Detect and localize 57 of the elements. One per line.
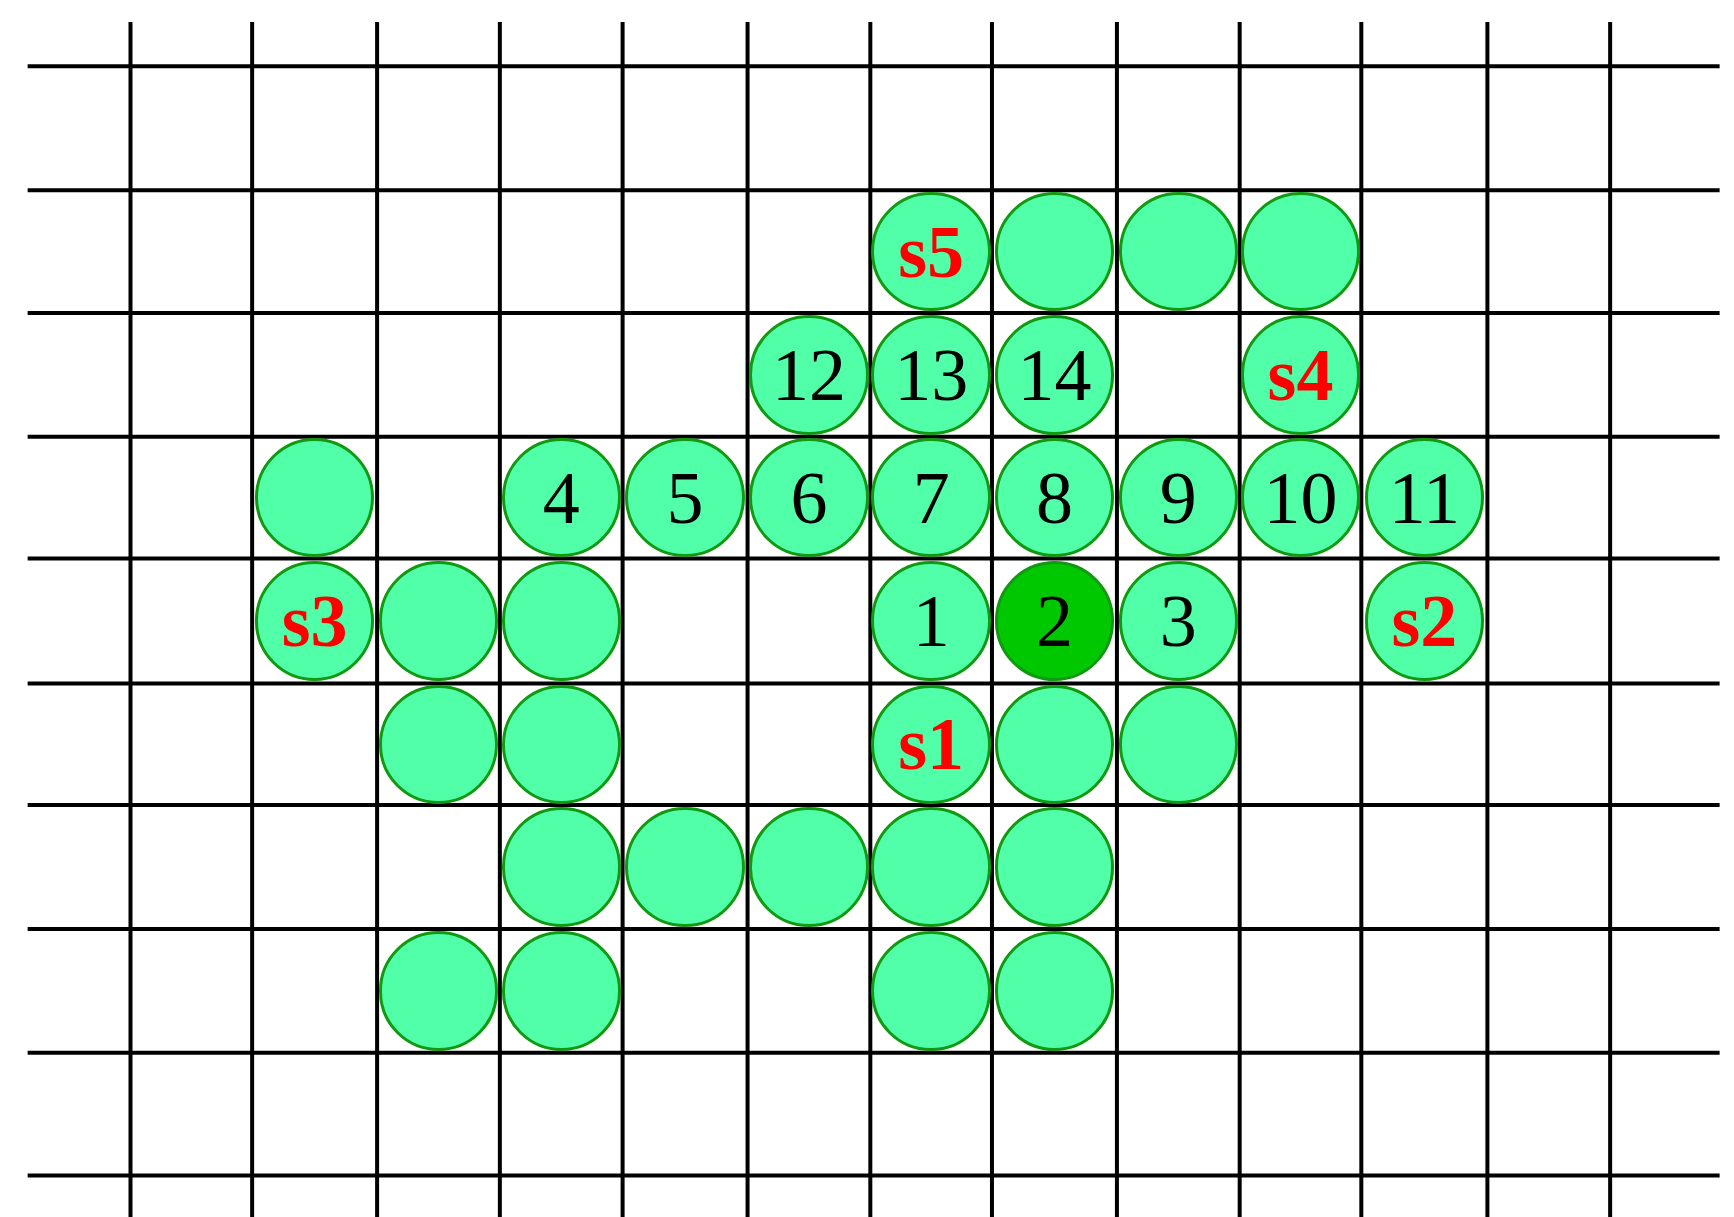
- grid-circle: [501, 684, 621, 804]
- grid-circle: [1118, 561, 1238, 681]
- grid-circle: [378, 931, 499, 1051]
- grid-circle: [994, 315, 1115, 435]
- grid-circle: [994, 684, 1115, 804]
- grid-circle: [749, 315, 869, 435]
- grid-circle: [749, 437, 869, 558]
- cell-number: 4: [542, 460, 580, 535]
- cell-number: 3: [1159, 583, 1197, 658]
- cell-number: 13: [894, 337, 969, 412]
- grid-circle: [254, 437, 375, 558]
- grid-circle: [501, 931, 621, 1051]
- grid-circle: [871, 437, 991, 558]
- grid-circle: [994, 931, 1115, 1051]
- grid-circle: [625, 437, 745, 558]
- grid-circle: [994, 807, 1115, 927]
- grid-circle: [501, 561, 621, 681]
- grid-circle: [1118, 684, 1238, 804]
- grid-circle: [1240, 315, 1361, 435]
- grid-circle: [1364, 561, 1485, 681]
- grid-circle: [501, 807, 621, 927]
- start-label: s5: [898, 214, 965, 289]
- grid-circle: [994, 437, 1115, 558]
- grid-circle: [254, 561, 375, 681]
- cell-number: 12: [771, 337, 846, 412]
- cell-number: 9: [1159, 460, 1197, 535]
- cell-number: 8: [1035, 460, 1073, 535]
- cell-number: 10: [1263, 460, 1338, 535]
- cell-number: 7: [912, 460, 950, 535]
- grid-circle: [378, 561, 499, 681]
- grid-circle: [994, 191, 1115, 312]
- grid-circle: [871, 191, 991, 312]
- grid-circle: [871, 315, 991, 435]
- start-label: s2: [1391, 583, 1458, 658]
- grid-circle: [1364, 437, 1485, 558]
- grid-circle: [994, 561, 1115, 681]
- grid-circle: [1118, 191, 1238, 312]
- grid-circle: [625, 807, 745, 927]
- grid-circle: [378, 684, 499, 804]
- cell-number: 2: [1035, 583, 1073, 658]
- cell-number: 5: [666, 460, 704, 535]
- start-label: s1: [898, 707, 965, 782]
- grid-circle: [1118, 437, 1238, 558]
- start-label: s3: [281, 583, 348, 658]
- grid-circle: [1240, 191, 1361, 312]
- cell-number: 1: [912, 583, 950, 658]
- grid-circle: [871, 931, 991, 1051]
- grid-circle: [749, 807, 869, 927]
- grid-circle: [871, 807, 991, 927]
- grid-circle: [871, 561, 991, 681]
- grid-circle: [501, 437, 621, 558]
- cell-number: 14: [1017, 337, 1092, 412]
- grid-circle: [871, 684, 991, 804]
- grid-circle: [1240, 437, 1361, 558]
- cell-number: 11: [1388, 460, 1460, 535]
- cell-number: 6: [790, 460, 828, 535]
- start-label: s4: [1267, 337, 1334, 412]
